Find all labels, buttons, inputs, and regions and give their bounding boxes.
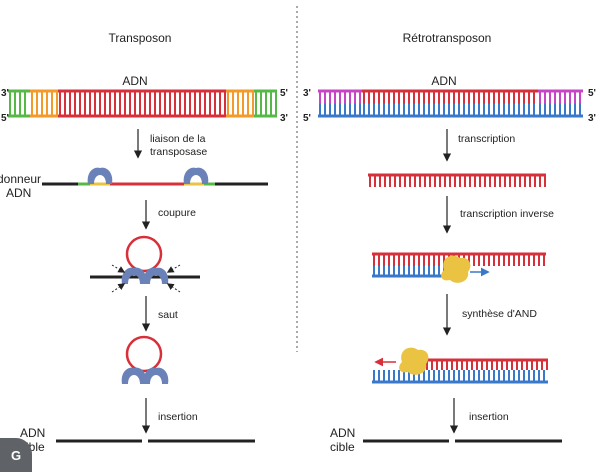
excised-transposon-loop bbox=[90, 235, 200, 293]
left-adn-label: ADN bbox=[122, 74, 147, 88]
right-end-label-bottom-right: 3' bbox=[588, 113, 596, 124]
left-end-label-top-right: 5' bbox=[280, 88, 288, 99]
left-dna-double-helix bbox=[8, 89, 277, 118]
left-title: Transposon bbox=[109, 31, 172, 45]
right-step-3: synthèse d'AND bbox=[462, 308, 537, 320]
left-step-3: saut bbox=[158, 309, 178, 321]
left-step-1a: liaison de la bbox=[150, 133, 206, 145]
donor-label-2: ADN bbox=[6, 186, 31, 200]
dna-synthesis-complex bbox=[372, 358, 548, 384]
jumping-transposon bbox=[121, 335, 169, 384]
right-dna-double-helix bbox=[318, 89, 583, 118]
left-step-4: insertion bbox=[158, 411, 198, 423]
right-step-2: transcription inverse bbox=[460, 208, 554, 220]
right-adn-label: ADN bbox=[431, 74, 456, 88]
left-target-label-1: ADN bbox=[20, 426, 45, 440]
right-title: Rétrotransposon bbox=[403, 31, 492, 45]
rna-transcript bbox=[368, 173, 546, 187]
reverse-transcriptase-icon bbox=[441, 255, 490, 283]
left-step-1b: transposase bbox=[150, 146, 207, 158]
right-step-1: transcription bbox=[458, 133, 515, 145]
right-end-label-top-left: 3' bbox=[303, 88, 311, 99]
right-step-4: insertion bbox=[469, 411, 509, 423]
dna-polymerase-icon bbox=[374, 347, 429, 375]
donor-label-1: donneur bbox=[0, 172, 41, 186]
left-end-label-bottom-right: 3' bbox=[280, 113, 288, 124]
left-step-2: coupure bbox=[158, 207, 196, 219]
right-end-label-top-right: 5' bbox=[588, 88, 596, 99]
right-end-label-bottom-left: 5' bbox=[303, 113, 311, 124]
left-end-label-bottom-left: 5' bbox=[1, 113, 9, 124]
right-target-label-1: ADN bbox=[330, 426, 355, 440]
transposase-enzyme-icon bbox=[183, 167, 209, 184]
left-end-label-top-left: 3' bbox=[1, 88, 9, 99]
right-target-label-2: cible bbox=[330, 440, 355, 454]
avatar[interactable]: G bbox=[0, 438, 32, 472]
transposase-enzyme-icon bbox=[87, 167, 113, 184]
